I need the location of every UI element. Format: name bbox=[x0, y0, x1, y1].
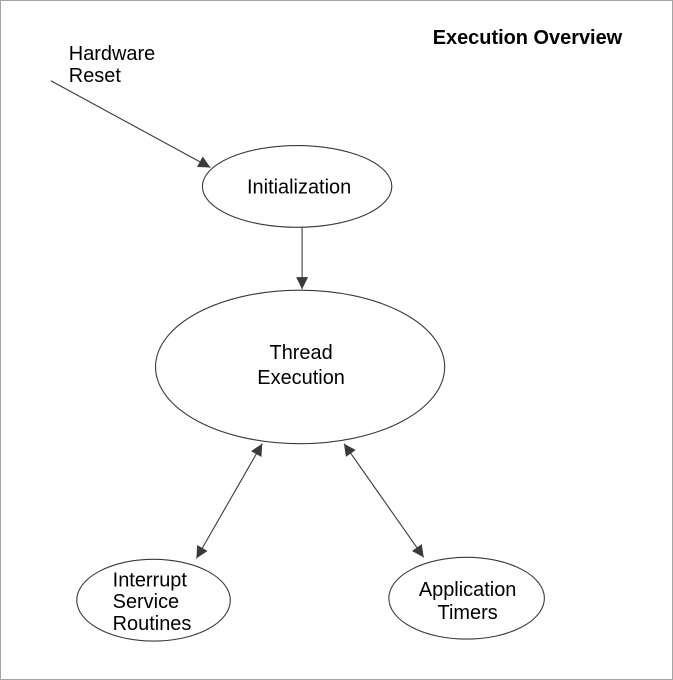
edge-hardware-reset-to-initialization bbox=[50, 80, 211, 168]
node-thread-execution-label-line1: Thread bbox=[270, 342, 333, 364]
node-application-timers-label-line2: Timers bbox=[438, 602, 498, 624]
node-interrupt-service-routines bbox=[76, 558, 231, 642]
node-thread-execution bbox=[154, 289, 446, 445]
diagram-title: Execution Overview bbox=[433, 27, 623, 49]
node-interrupt-service-routines-label-line2: Service bbox=[113, 591, 179, 613]
edge-thread-execution-to-application-timers bbox=[343, 443, 425, 558]
node-interrupt-service-routines-label-line3: Routines bbox=[113, 613, 192, 635]
node-application-timers bbox=[388, 556, 545, 640]
node-interrupt-service-routines-label-line1: Interrupt bbox=[113, 569, 188, 591]
hardware-reset-label-line1: Hardware bbox=[69, 43, 155, 65]
edge-thread-execution-to-interrupt-service-routines bbox=[195, 443, 263, 559]
node-initialization-label: Initialization bbox=[247, 176, 351, 198]
node-thread-execution-label-line2: Execution bbox=[257, 367, 345, 389]
node-application-timers-label-line1: Application bbox=[419, 579, 517, 601]
hardware-reset-label-line2: Reset bbox=[69, 65, 122, 87]
node-initialization bbox=[201, 145, 393, 228]
